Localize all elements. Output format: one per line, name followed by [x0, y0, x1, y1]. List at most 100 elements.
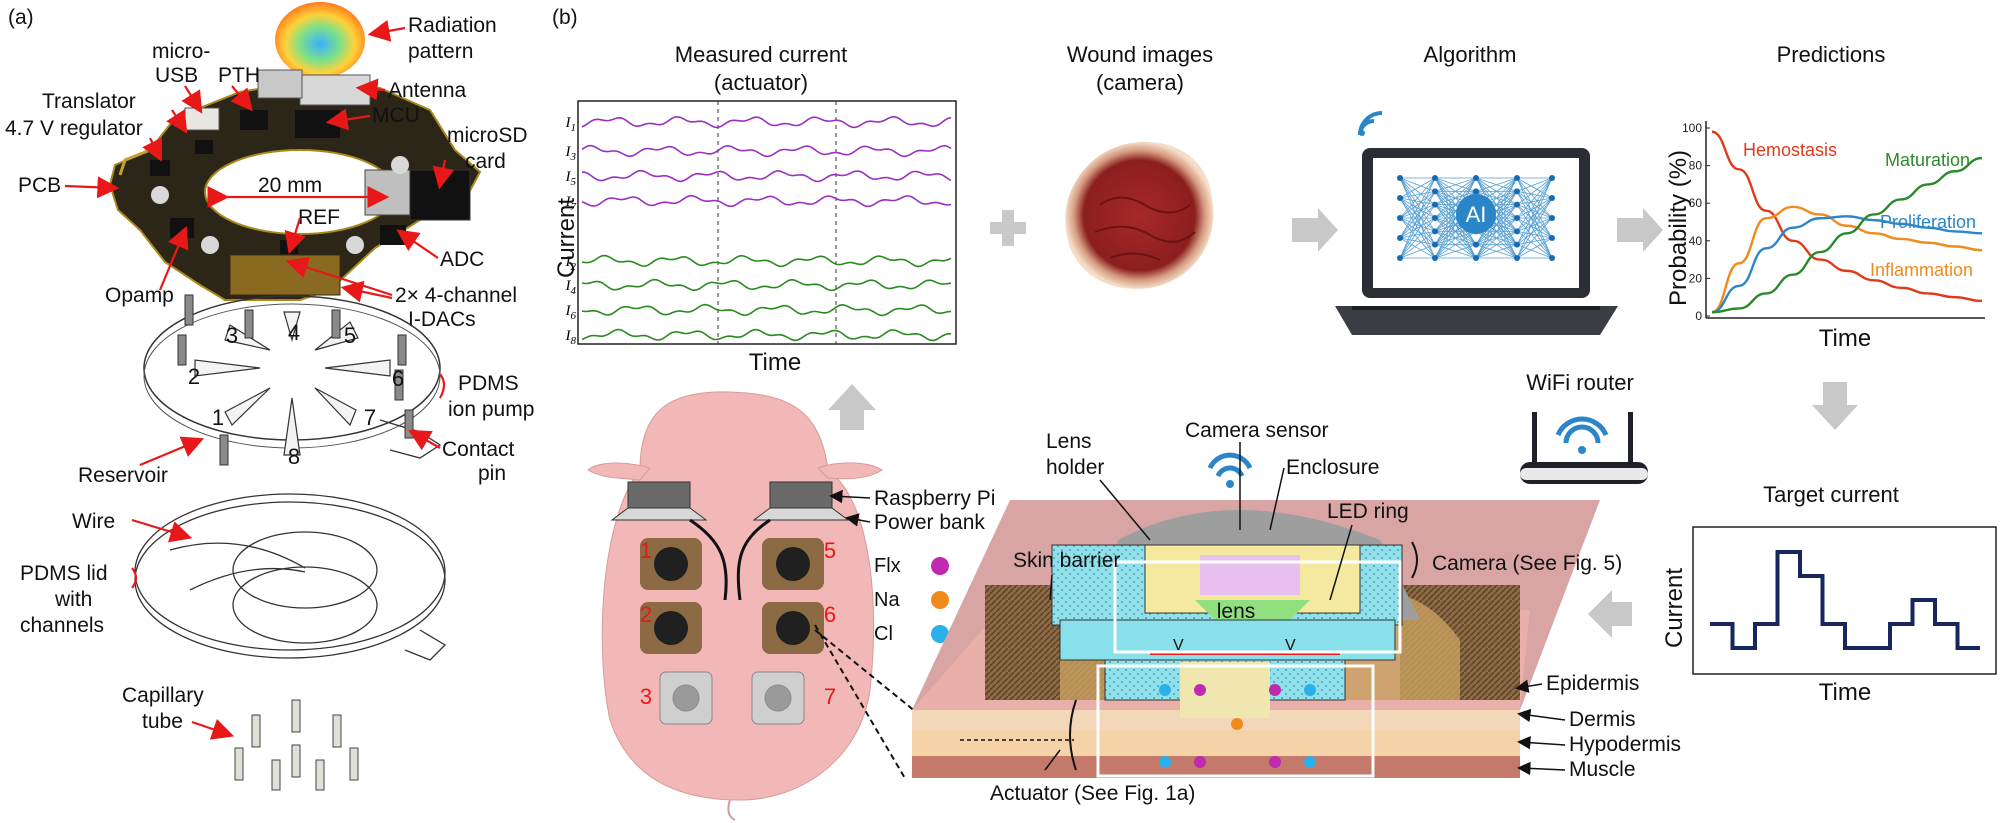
pdms-ion-pump: 3 4 5 2 6 1 7 8	[143, 294, 442, 469]
ion-na: Na	[874, 589, 900, 611]
reservoir-6: 6	[392, 366, 404, 391]
pred-ytick: 80	[1689, 159, 1703, 173]
label-raspberry: Raspberry Pi	[874, 487, 995, 510]
label-micro: micro-	[152, 40, 210, 63]
label-pdms-lid: PDMS lid	[20, 562, 108, 585]
nn-node	[1514, 241, 1520, 248]
label-v1: V	[1173, 637, 1184, 654]
label-capillary: Capillary	[122, 684, 204, 707]
reservoir-1: 1	[212, 405, 224, 430]
header-wound-1: Wound images	[1067, 42, 1213, 67]
pig-illustration: 1 2 3 5 6 7	[587, 391, 917, 821]
pred-ylabel: Probability (%)	[1665, 150, 1692, 306]
nn-node	[1514, 228, 1520, 235]
header-wound-2: (camera)	[1096, 70, 1184, 95]
label-v2: V	[1285, 637, 1296, 654]
device-arrows	[829, 489, 871, 527]
target-current-line	[1710, 550, 1980, 650]
nn-node	[1514, 175, 1520, 181]
legend-hemostasis: Hemostasis	[1743, 140, 1837, 160]
measured-trace-6	[581, 303, 952, 317]
wifi-icon-laptop	[1358, 111, 1383, 136]
pred-ytick: 0	[1695, 309, 1702, 323]
nn-node	[1549, 175, 1555, 181]
pred-series-proliferation	[1711, 215, 1983, 314]
label-led-ring: LED ring	[1327, 500, 1409, 523]
label-antenna: Antenna	[388, 79, 467, 102]
measured-trace-2	[581, 254, 952, 268]
label-translator: Translator	[42, 90, 136, 113]
header-predictions: Predictions	[1777, 42, 1886, 67]
nn-node	[1397, 215, 1403, 221]
nn-node	[1432, 175, 1438, 181]
pcb-labels: Radiation pattern micro- USB PTH Antenna…	[5, 14, 528, 331]
label-channels: channels	[20, 614, 104, 637]
target-current-plot: Current Time	[1661, 526, 1997, 706]
nn-node	[1549, 235, 1555, 241]
ion-legend: Flx Na Cl	[874, 555, 949, 645]
laptop-icon: AI	[1335, 148, 1618, 335]
nn-node	[1432, 241, 1438, 248]
nn-node	[1514, 215, 1520, 221]
capillary-arrow	[191, 718, 235, 740]
nn-node	[1473, 241, 1479, 248]
label-radiation: Radiation	[408, 14, 497, 37]
pred-ytick: 20	[1689, 271, 1703, 285]
label-microsd: microSD	[447, 124, 528, 147]
skin-cross-section	[912, 452, 1600, 778]
label-dermis: Dermis	[1569, 708, 1636, 731]
nn-node	[1397, 195, 1403, 201]
reservoir-2: 2	[188, 364, 200, 389]
radiation-pattern	[275, 2, 365, 78]
nn-node	[1432, 228, 1438, 235]
measured-trace-1	[581, 115, 952, 129]
capillary-tubes	[234, 699, 359, 791]
pcb-arrows	[64, 20, 455, 303]
label-contact: Contact	[442, 438, 515, 461]
label-with: with	[54, 588, 92, 611]
label-usb: USB	[155, 64, 198, 87]
pig-site-2: 2	[640, 602, 652, 627]
nn-node	[1549, 255, 1555, 261]
reservoir-8: 8	[288, 444, 300, 469]
channel-label-4: I4	[565, 278, 577, 297]
label-ion-pump: ion pump	[448, 398, 534, 421]
nn-node	[1549, 195, 1555, 201]
pig-site-6: 6	[824, 602, 836, 627]
label-adc: ADC	[440, 248, 484, 271]
measured-trace-5	[581, 169, 952, 183]
channel-label-5: I5	[565, 169, 577, 188]
pred-series-maturation	[1711, 156, 1983, 314]
label-lens: lens	[1217, 600, 1256, 623]
nn-node	[1432, 215, 1438, 221]
label-camera: Camera (See Fig. 5)	[1432, 552, 1622, 575]
label-idac-1: 2× 4-channel	[395, 284, 517, 307]
label-regulator: 4.7 V regulator	[5, 117, 143, 140]
reservoir-5: 5	[344, 323, 356, 348]
legend-maturation: Maturation	[1885, 150, 1970, 170]
nn-node	[1397, 255, 1403, 261]
nn-node	[1473, 188, 1479, 195]
nn-node	[1397, 175, 1403, 181]
cross-section-labels: Camera sensor Lens holder Enclosure LED …	[990, 419, 1681, 805]
measured-trace-7	[581, 194, 952, 208]
label-reservoir: Reservoir	[78, 464, 168, 487]
ai-label: AI	[1466, 202, 1487, 227]
label-hypodermis: Hypodermis	[1569, 733, 1681, 756]
header-measured-2: (actuator)	[714, 70, 808, 95]
channel-label-3: I3	[565, 144, 577, 163]
label-pin: pin	[478, 462, 506, 485]
pig-site-1: 1	[640, 538, 652, 563]
label-pattern: pattern	[408, 40, 473, 63]
label-tube: tube	[142, 710, 183, 733]
measured-trace-4	[581, 278, 952, 292]
panel-b-label: (b)	[552, 6, 578, 29]
lid-arrows	[131, 518, 193, 589]
nn-node	[1397, 235, 1403, 241]
arrow-to-algorithm	[1292, 208, 1338, 252]
flow-arrows	[828, 208, 1858, 638]
measured-ylabel: Current	[553, 198, 580, 278]
nn-node	[1473, 255, 1479, 261]
nn-node	[1432, 201, 1438, 208]
